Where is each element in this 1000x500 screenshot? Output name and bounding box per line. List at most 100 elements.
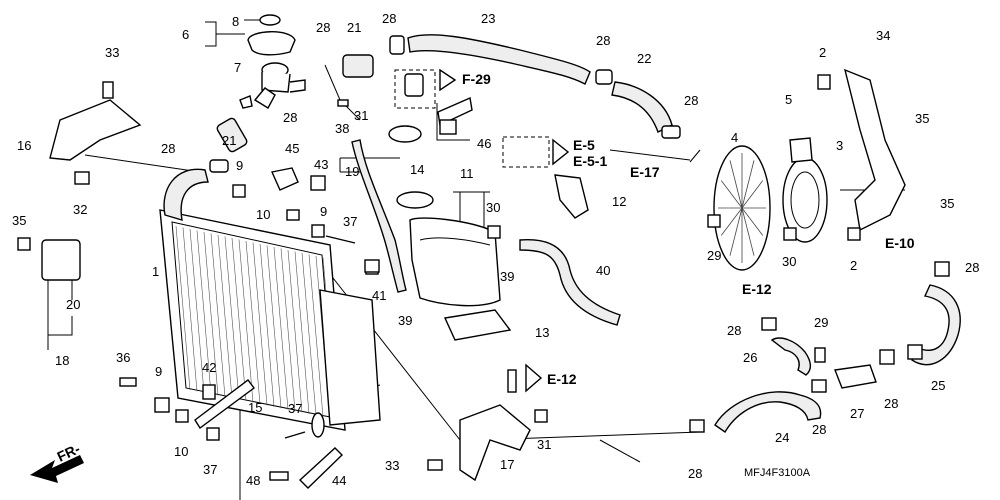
radiator-fin	[224, 236, 240, 400]
callout: 2	[850, 258, 857, 273]
callout: 46	[477, 136, 491, 151]
callout: 19	[345, 164, 359, 179]
callout: 28	[684, 93, 698, 108]
radiator-fin	[252, 242, 268, 406]
callout: 28	[161, 141, 175, 156]
radiator-fin	[294, 251, 310, 414]
callout: 29	[814, 315, 828, 330]
callout: 37	[343, 214, 357, 229]
callout: 15	[248, 400, 262, 415]
callout: 35	[940, 196, 954, 211]
callout: 28	[965, 260, 979, 275]
callout: 8	[232, 14, 239, 29]
radiator-fin	[231, 237, 247, 402]
callout: 4	[731, 130, 738, 145]
callout: 28	[283, 110, 297, 125]
callout: 10	[256, 207, 270, 222]
callout: 26	[743, 350, 757, 365]
lower-left-parts	[17, 81, 548, 489]
callout: 35	[12, 213, 26, 228]
callout: 38	[335, 121, 349, 136]
radiator-fin	[217, 234, 233, 399]
radiator-fin	[238, 239, 254, 403]
fan-blade	[720, 207, 743, 236]
callout: 42	[202, 360, 216, 375]
callout: 2	[819, 45, 826, 60]
ref-f29: F-29	[462, 71, 491, 87]
fan-blade	[729, 160, 743, 209]
callout: 39	[398, 313, 412, 328]
callout: 28	[316, 20, 330, 35]
fan-blade	[741, 207, 764, 236]
reserve-tank	[364, 174, 621, 341]
callout: 32	[73, 202, 87, 217]
reference-markers	[394, 68, 701, 393]
callout: 34	[876, 28, 890, 43]
ref-e12-upper: E-12	[742, 281, 772, 297]
radiator-fin	[203, 231, 219, 396]
radiator-fin	[182, 227, 198, 392]
radiator-fin	[259, 243, 275, 407]
callout: 39	[500, 269, 514, 284]
callout: 30	[782, 254, 796, 269]
radiator-fin	[301, 252, 317, 416]
callout: 41	[372, 288, 386, 303]
clamp-hose-32	[324, 64, 473, 293]
radiator-fin	[287, 249, 303, 413]
callout: 22	[637, 51, 651, 66]
hose-22	[595, 69, 681, 139]
radiator-cap-group	[216, 14, 374, 153]
callout: 7	[234, 60, 241, 75]
radiator-fin	[175, 225, 191, 391]
callout: 44	[332, 473, 346, 488]
callout: 27	[850, 406, 864, 421]
radiator-fin	[280, 248, 296, 412]
callout: 23	[481, 11, 495, 26]
callout: 43	[314, 157, 328, 172]
callout: 9	[320, 204, 327, 219]
lower-hoses	[689, 261, 961, 434]
fan-blade	[741, 160, 755, 209]
callout: 33	[105, 45, 119, 60]
radiator-fin	[266, 245, 282, 409]
callout: 37	[203, 462, 217, 477]
fan-blade	[729, 207, 743, 256]
radiator-fin	[308, 254, 324, 417]
callout: 48	[246, 473, 260, 488]
callout: 31	[537, 437, 551, 452]
callout: 25	[931, 378, 945, 393]
callout: 11	[460, 166, 474, 181]
ref-e5: E-5	[573, 137, 595, 153]
callout: 31	[354, 108, 368, 123]
callout: 20	[66, 297, 80, 312]
fan-assembly	[707, 68, 906, 271]
callout: 13	[535, 325, 549, 340]
callout: 33	[385, 458, 399, 473]
callout: 37	[288, 401, 302, 416]
callout: 17	[500, 457, 514, 472]
callout: 12	[612, 194, 626, 209]
ref-e5-1: E-5-1	[573, 153, 607, 169]
front-arrow: FR-	[30, 440, 84, 483]
callout: 40	[596, 263, 610, 278]
fan-blade	[741, 207, 755, 256]
sensor-parts	[232, 73, 424, 275]
callout: 21	[222, 133, 236, 148]
callout: 28	[688, 466, 702, 481]
radiator-fin	[245, 240, 261, 405]
callout: 14	[410, 162, 424, 177]
callout: 28	[596, 33, 610, 48]
callout: 16	[17, 138, 31, 153]
callout: 28	[382, 11, 396, 26]
ref-e10: E-10	[885, 235, 915, 251]
callout: 9	[236, 158, 243, 173]
radiator-fin	[210, 233, 226, 398]
callout: 21	[347, 20, 361, 35]
callout: 1	[152, 264, 159, 279]
fan-blade	[741, 180, 764, 209]
callout: 30	[486, 200, 500, 215]
radiator-fin	[196, 230, 212, 395]
callout-numbers: 1 2 2 3 4 5 6 7 8 9 9 9 10 10 11 12 13 1…	[12, 11, 979, 488]
